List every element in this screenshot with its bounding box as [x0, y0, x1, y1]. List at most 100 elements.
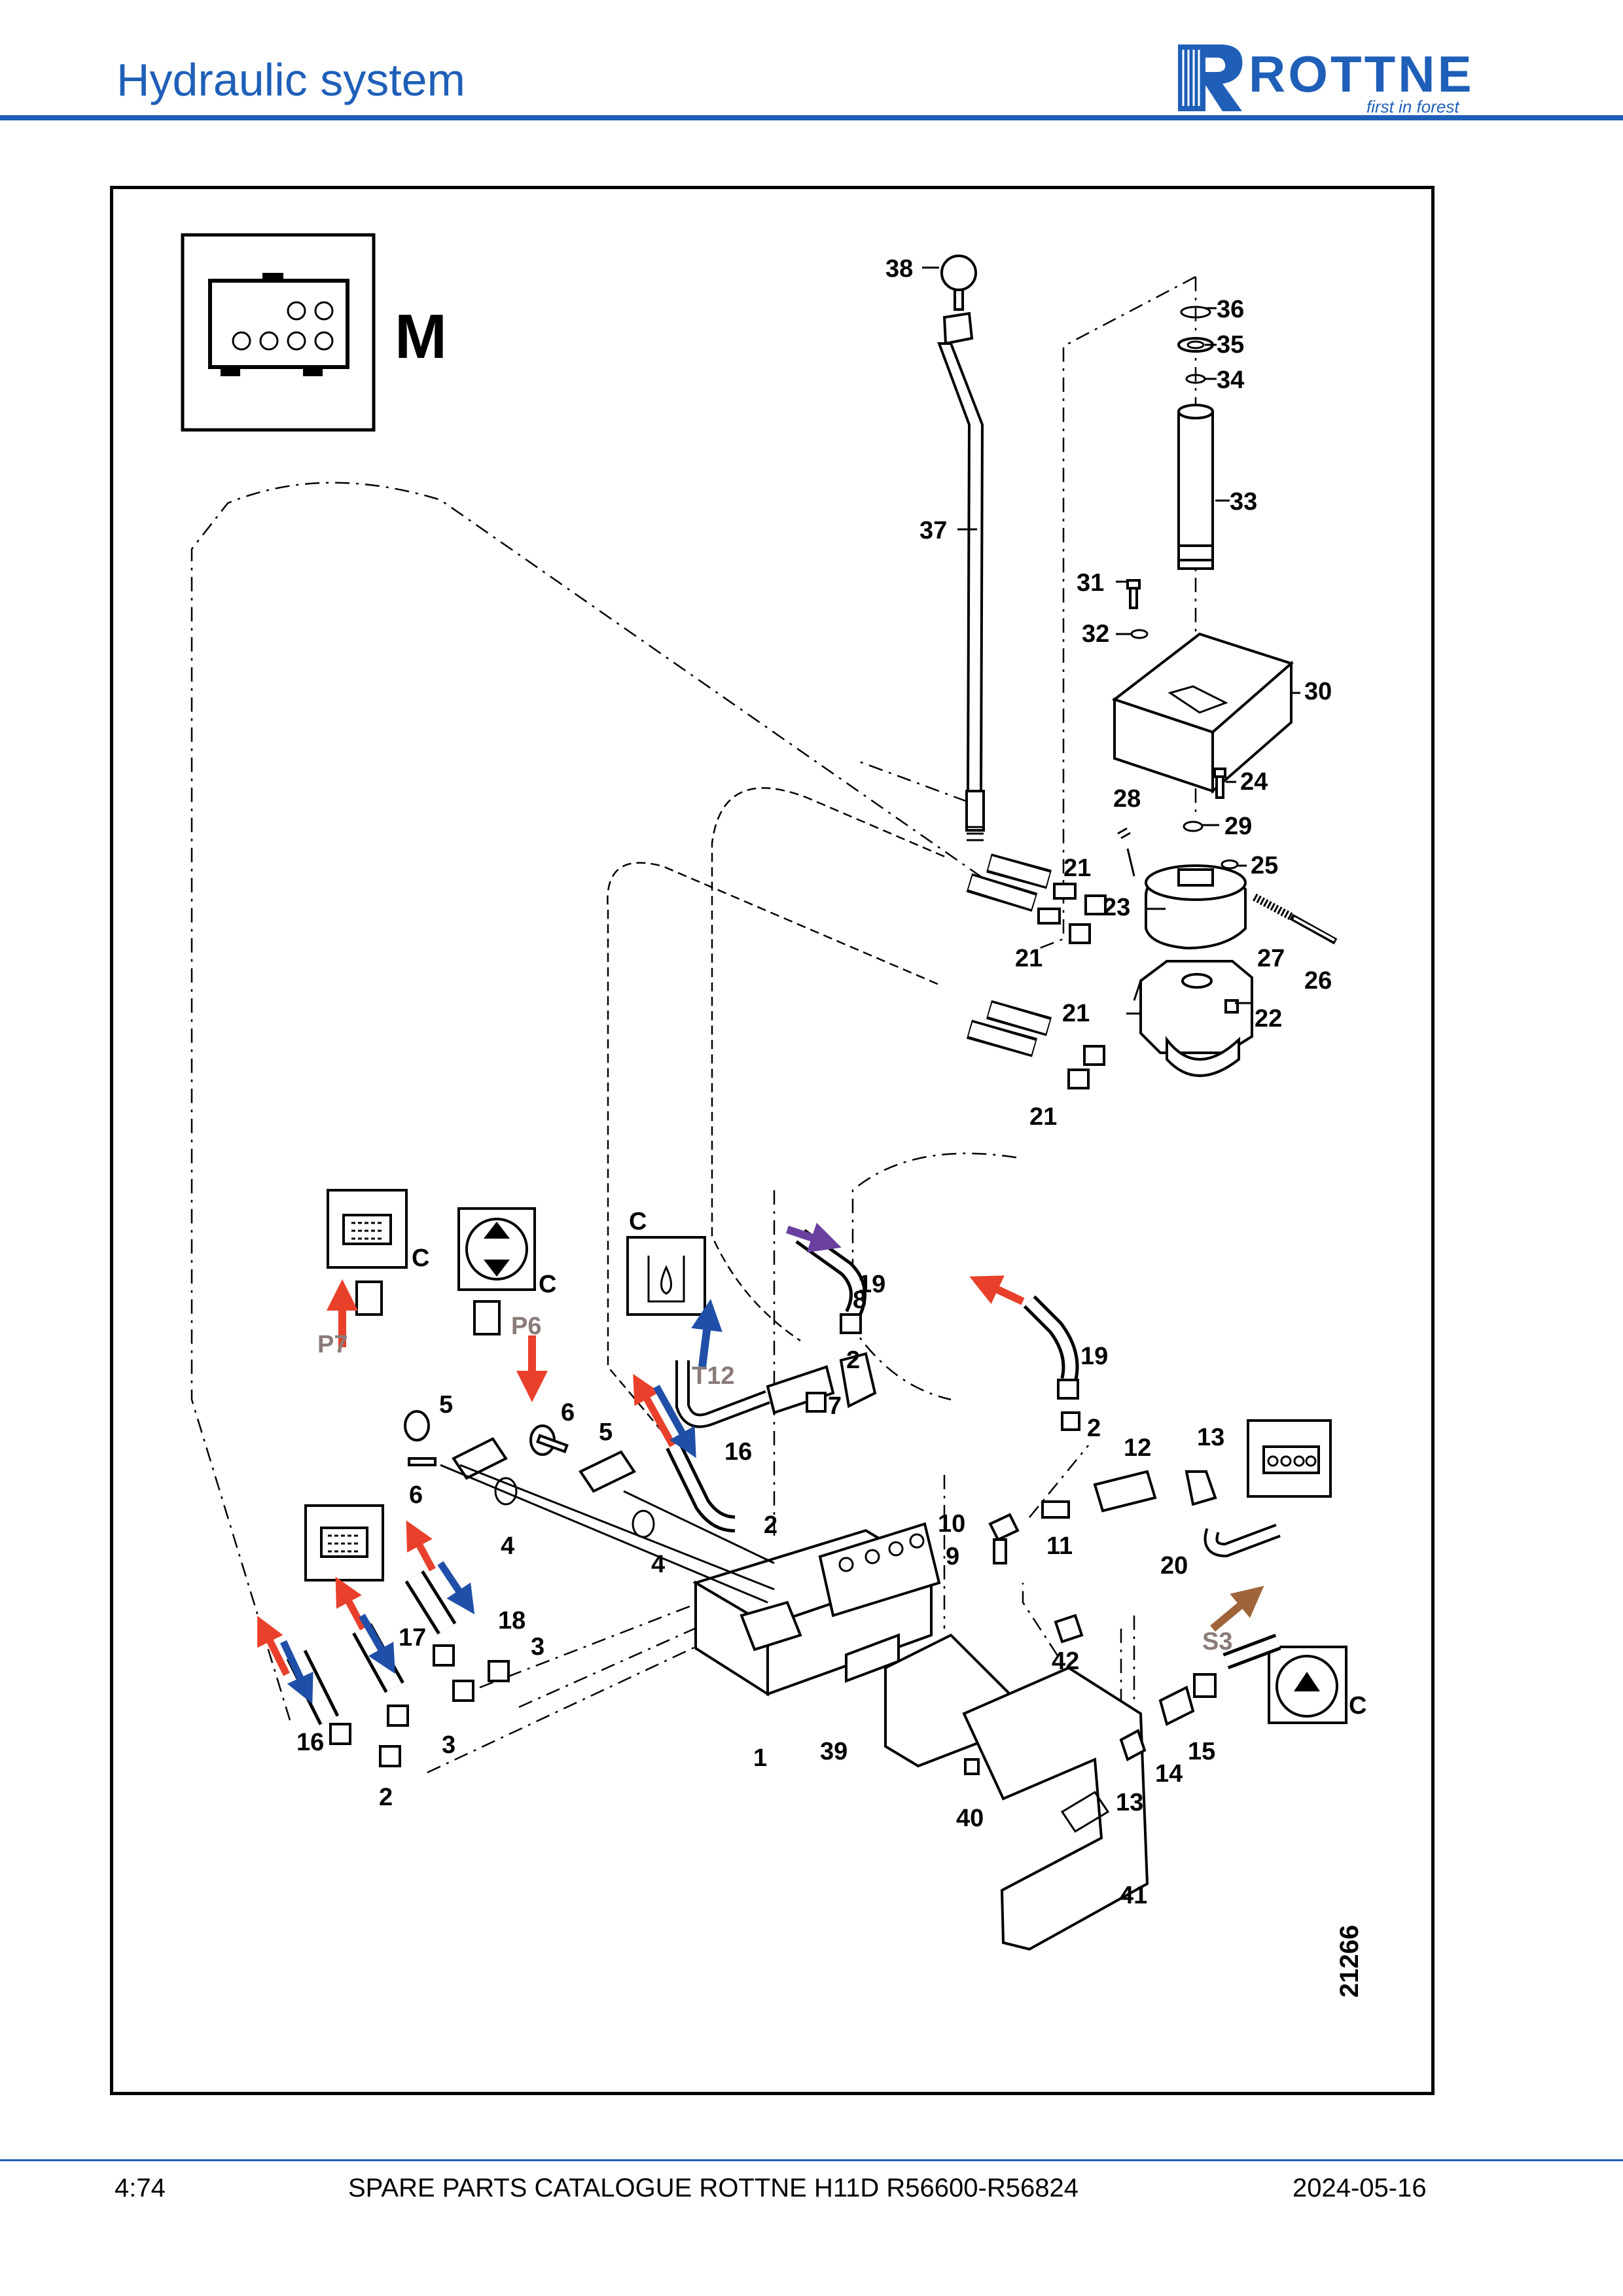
hose-t12: [675, 1352, 877, 1428]
section-m-connector-symbol: [181, 233, 376, 432]
callout-32: 32: [1082, 620, 1109, 648]
header-rule: [0, 115, 1623, 120]
pilot-symbol: [1268, 1646, 1347, 1724]
callout-12: 12: [1124, 1434, 1151, 1462]
hose-group-21-upper: [966, 853, 1107, 944]
callout-13-b: 13: [1116, 1789, 1143, 1816]
connector-symbol-left: [327, 1189, 408, 1269]
callout-9: 9: [946, 1543, 959, 1570]
callout-37: 37: [919, 517, 947, 544]
tank-symbol: [626, 1236, 706, 1316]
callout-38: 38: [885, 255, 913, 283]
callout-2-b: 2: [1087, 1415, 1101, 1442]
callout-41: 41: [1120, 1882, 1147, 1909]
hose-16-mid: [666, 1441, 736, 1532]
callout-20: 20: [1160, 1552, 1188, 1580]
callout-29: 29: [1224, 813, 1252, 840]
hoses-lower-left: [286, 1570, 510, 1767]
flow-arrows: [257, 1222, 1264, 1704]
connector-symbol-lower-left: [304, 1504, 384, 1581]
label-c-3: C: [629, 1208, 647, 1235]
callout-2-c: 2: [764, 1511, 777, 1539]
callout-40: 40: [956, 1805, 984, 1832]
callout-39: 39: [820, 1738, 847, 1765]
callout-21-d: 21: [1029, 1103, 1057, 1131]
pin-26-27: [1253, 893, 1338, 945]
arrow-19-red: [969, 1275, 1025, 1305]
arrow-s3-brown: [1210, 1585, 1264, 1632]
callout-16-a: 16: [724, 1438, 752, 1466]
callout-5-b: 5: [599, 1419, 613, 1446]
callout-4-b: 4: [651, 1551, 665, 1578]
rottne-logo: ROTTNE first in forest: [1171, 38, 1512, 116]
connector-symbol-right: [1247, 1419, 1332, 1498]
callout-21-a: 21: [1063, 855, 1091, 882]
label-c-2: C: [539, 1271, 556, 1298]
leader-lever-column: [1026, 275, 1197, 955]
callout-leaders: [922, 266, 1300, 1004]
shaft-stack: [1177, 306, 1214, 570]
callout-2-a: 2: [846, 1347, 860, 1374]
callout-6-a: 6: [561, 1399, 575, 1426]
callout-30: 30: [1304, 678, 1332, 705]
callout-35: 35: [1217, 331, 1244, 359]
callout-19-a: 19: [858, 1271, 885, 1298]
callout-25: 25: [1251, 852, 1278, 879]
mounting-bracket: [884, 1633, 1149, 1951]
callout-21-c: 21: [1062, 1000, 1090, 1027]
callout-27: 27: [1257, 945, 1285, 972]
callout-15: 15: [1188, 1738, 1215, 1765]
bolt-31: [1126, 579, 1149, 639]
callout-3-a: 3: [531, 1633, 544, 1661]
port-label-s3: S3: [1202, 1628, 1232, 1655]
arrow-purple: [786, 1222, 842, 1253]
callout-28: 28: [1113, 785, 1141, 813]
callout-17: 17: [399, 1624, 426, 1651]
leader-lower-right: [851, 1152, 1017, 1401]
callout-18: 18: [498, 1607, 526, 1634]
callout-36: 36: [1217, 296, 1244, 323]
callout-8: 8: [853, 1286, 866, 1314]
callout-3-b: 3: [442, 1731, 455, 1759]
footer-rule: [0, 2159, 1623, 2161]
callout-4-a: 4: [501, 1532, 514, 1560]
arrow-16-blue: [653, 1385, 696, 1458]
callout-13-a: 13: [1197, 1424, 1224, 1451]
leader-mid-left: [711, 787, 945, 1342]
callout-42: 42: [1052, 1648, 1079, 1675]
callout-23: 23: [1103, 894, 1130, 921]
figure-reference-number: 21266: [1335, 1925, 1364, 1998]
logo-tagline: first in forest: [1366, 97, 1459, 116]
label-c-4: C: [1349, 1692, 1366, 1720]
page-title: Hydraulic system: [116, 54, 465, 105]
steering-unit: [1126, 864, 1253, 1077]
leader-inner-left: [607, 862, 938, 1433]
arrow-18-blue: [437, 1561, 475, 1615]
exploded-diagram: M: [181, 233, 1366, 1998]
lever-assembly: [937, 255, 985, 841]
hose-p7: [355, 1280, 422, 1430]
callout-14: 14: [1155, 1760, 1183, 1788]
arrow-16-red: [633, 1373, 676, 1447]
exploded-view-frame: M: [110, 186, 1435, 2095]
callout-6-b: 6: [409, 1481, 423, 1509]
clamps-and-fittings-left: [404, 1410, 775, 1604]
section-letter: M: [395, 302, 447, 372]
callout-2-d: 2: [379, 1784, 393, 1811]
hose-group-21-lower: [966, 1000, 1105, 1089]
callout-22: 22: [1255, 1005, 1282, 1033]
logo-wordmark: ROTTNE: [1249, 45, 1474, 103]
leader-upper-left: [190, 482, 1007, 1721]
small-fasteners: [1117, 768, 1239, 870]
fittings-right: [795, 1229, 1281, 1775]
label-c-1: C: [412, 1245, 429, 1272]
page-number: 4:74: [115, 2174, 166, 2202]
port-label-p7: P7: [317, 1331, 348, 1358]
callout-26: 26: [1304, 967, 1332, 995]
leader-valve-links: [773, 1190, 1135, 1756]
arrow-18-red: [406, 1520, 436, 1572]
callout-19-b: 19: [1080, 1343, 1108, 1370]
arrow-17-red: [335, 1576, 366, 1631]
joystick-updown-symbol: [457, 1207, 536, 1291]
callout-24: 24: [1240, 768, 1268, 796]
